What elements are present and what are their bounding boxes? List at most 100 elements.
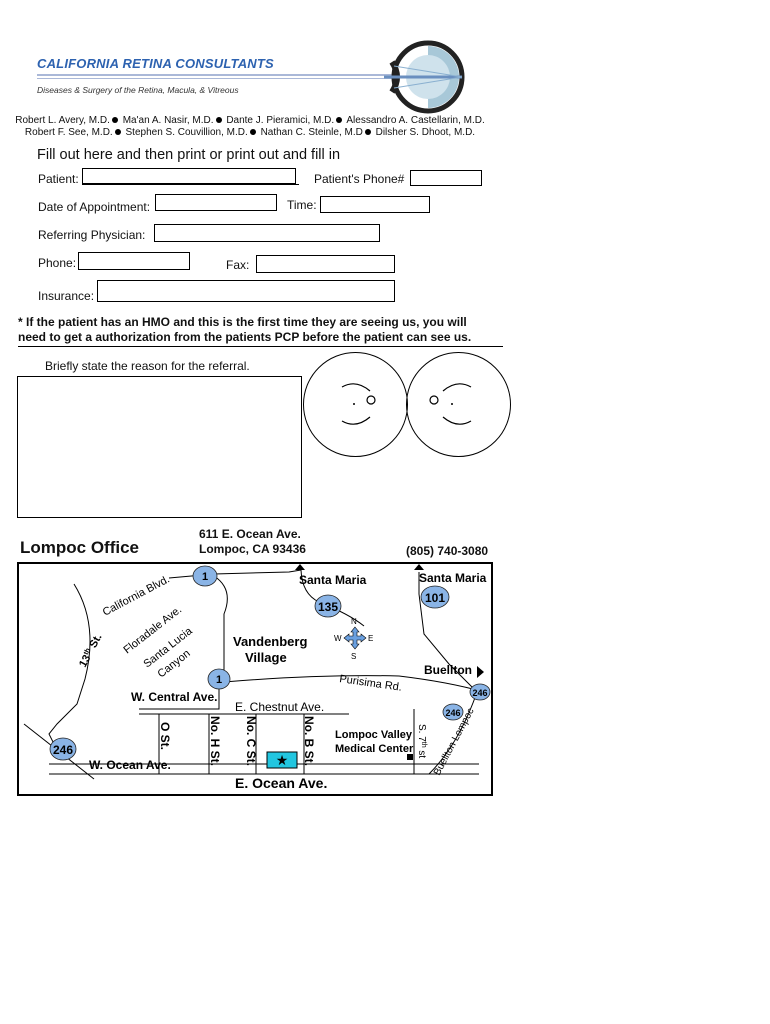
route-246-shield-icon — [469, 683, 491, 701]
header-rule-thin — [37, 78, 397, 79]
right-eye-diagram[interactable] — [303, 352, 408, 457]
route-246-shield-icon — [49, 737, 77, 761]
map-label-no-b-st: No. B St. — [302, 716, 316, 766]
bullet-icon — [364, 128, 371, 135]
arrow-up-icon — [295, 564, 305, 570]
doctor-name: Alessandro A. Castellarin, M.D. — [346, 115, 485, 126]
referral-reason-field[interactable] — [17, 376, 302, 518]
map-label-o-st: O St. — [158, 722, 172, 750]
map-label-vandenberg: Vandenberg — [233, 634, 307, 649]
bullet-icon — [249, 128, 256, 135]
bullet-icon — [336, 116, 343, 123]
date-label: Date of Appointment: — [38, 200, 151, 214]
route-101-shield-icon — [420, 585, 450, 609]
doctor-name: Robert F. See, M.D. — [24, 127, 113, 138]
bullet-icon — [114, 128, 121, 135]
compass-w: W — [334, 634, 342, 643]
referring-field[interactable] — [154, 224, 380, 242]
map-label-santa-maria-2: Santa Maria — [419, 571, 487, 585]
fundus-icon — [341, 383, 376, 425]
doctor-list-row-1: Robert L. Avery, M.D. Ma'an A. Nasir, M.… — [0, 114, 500, 127]
office-phone: (805) 740-3080 — [406, 544, 489, 558]
office-address-line-2: Lompoc, CA 93436 — [199, 542, 306, 556]
section-divider — [18, 346, 503, 347]
brand-name: CALIFORNIA RETINA CONSULTANTS — [37, 56, 274, 71]
left-eye-diagram[interactable] — [406, 352, 511, 457]
map-label-california-blvd: California Blvd. — [101, 573, 172, 618]
arrow-up-icon — [414, 564, 424, 570]
road-w-central — [139, 689, 220, 710]
eye-logo-icon — [384, 40, 465, 114]
phone-label: Phone: — [38, 256, 77, 270]
fundus-icon — [429, 383, 472, 425]
time-field[interactable] — [320, 196, 430, 213]
office-marker-icon — [266, 751, 298, 769]
header-rule — [37, 74, 397, 76]
map-label-e-chestnut: E. Chestnut Ave. — [235, 700, 324, 714]
route-246-shield-label: 246 — [53, 743, 73, 757]
map-label-buellton: Buellton — [424, 663, 472, 677]
hmo-notice-line-1: * If the patient has an HMO and this is … — [18, 315, 467, 329]
road-purisima — [223, 675, 485, 693]
map-canvas: California Blvd. Floradale Ave. Santa Lu… — [23, 564, 491, 791]
insurance-label: Insurance: — [38, 289, 95, 303]
tagline: Diseases & Surgery of the Retina, Macula… — [37, 85, 239, 95]
route-246-shield-label: 246 — [472, 688, 487, 698]
compass-icon: N S E W — [334, 617, 373, 661]
compass-n: N — [351, 617, 357, 626]
map-label-13th-st: 13th St. — [77, 632, 104, 669]
route-1-shield-icon — [207, 668, 231, 690]
bullet-icon — [111, 116, 118, 123]
map-label-w-central: W. Central Ave. — [131, 690, 217, 704]
doctor-name: Dilsher S. Dhoot, M.D. — [375, 127, 476, 138]
phone-field[interactable] — [78, 252, 190, 270]
doctor-name: Dante J. Pieramici, M.D. — [226, 115, 335, 126]
insurance-field[interactable] — [97, 280, 395, 302]
road-california-blvd — [168, 569, 302, 579]
office-title: Lompoc Office — [20, 538, 140, 557]
map-label-no-h-st: No. H St. — [208, 716, 222, 766]
patient-phone-field[interactable] — [410, 170, 482, 186]
map-label-lompoc-valley: Lompoc Valley — [335, 729, 413, 741]
time-label: Time: — [287, 198, 317, 212]
route-246-shield-label: 246 — [445, 708, 460, 718]
map-label-village: Village — [245, 650, 287, 665]
road-13th-st — [48, 583, 91, 755]
bullet-icon — [215, 116, 222, 123]
form-title: Fill out here and then print or print ou… — [37, 147, 341, 163]
compass-s: S — [351, 652, 356, 661]
route-246-shield-icon — [442, 703, 464, 721]
office-address-line-1: 611 E. Ocean Ave. — [199, 527, 301, 541]
map-label-santa-maria: Santa Maria — [299, 573, 367, 587]
map-label-s-7th-st: S. 7th st — [416, 724, 427, 758]
hmo-notice-line-2: need to get a authorization from the pat… — [18, 330, 472, 344]
referral-prompt: Briefly state the reason for the referra… — [45, 359, 250, 373]
route-1-shield-icon — [192, 565, 218, 587]
doctor-name: Ma'an A. Nasir, M.D. — [122, 115, 214, 126]
patient-phone-label: Patient's Phone# — [314, 172, 405, 186]
route-135-shield-label: 135 — [318, 600, 338, 614]
map-label-no-c-st: No. C St. — [244, 716, 258, 766]
fax-label: Fax: — [226, 258, 250, 272]
doctor-name: Nathan C. Steinle, M.D — [260, 127, 363, 138]
patient-field[interactable] — [82, 168, 296, 184]
route-1-shield-label: 1 — [202, 571, 208, 583]
compass-e: E — [368, 634, 373, 643]
date-field[interactable] — [155, 194, 277, 211]
office-address: 611 E. Ocean Ave. Lompoc, CA 93436 — [199, 527, 306, 557]
patient-label: Patient: — [38, 172, 79, 186]
hmo-notice: * If the patient has an HMO and this is … — [18, 315, 471, 345]
arrow-right-icon — [477, 666, 484, 678]
route-1-shield-label: 1 — [216, 674, 222, 686]
hospital-marker-icon — [407, 754, 413, 760]
location-map: California Blvd. Floradale Ave. Santa Lu… — [17, 562, 493, 796]
doctor-list-row-2: Robert F. See, M.D. Stephen S. Couvillio… — [0, 126, 500, 139]
route-101-shield-label: 101 — [425, 591, 445, 605]
star-icon: ★ — [276, 752, 289, 768]
patient-underline — [82, 184, 299, 185]
fax-field[interactable] — [256, 255, 395, 273]
referring-label: Referring Physician: — [38, 228, 146, 242]
map-label-e-ocean: E. Ocean Ave. — [235, 775, 327, 791]
road-buellton-lompoc — [428, 691, 478, 775]
route-135-shield-icon — [314, 594, 342, 618]
